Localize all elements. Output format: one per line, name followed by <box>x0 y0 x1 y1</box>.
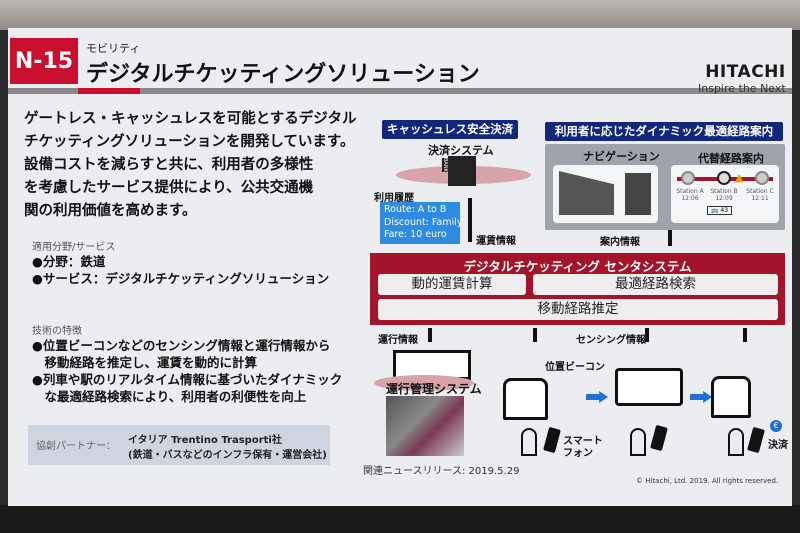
features-section: 技術の特徴 ●位置ビーコンなどのセンシング情報と運行情報から 移動経路を推定し、… <box>32 322 342 405</box>
fare-calc-box: 動的運賃計算 <box>378 274 526 295</box>
application-heading: 適用分野/サービス <box>32 242 116 253</box>
category-label: モビリティ <box>86 42 141 55</box>
route-heading: 利用者に応じたダイナミック最適経路案内 <box>545 122 783 141</box>
smartphone-icon <box>747 426 765 454</box>
sensing-info-label: センシング情報 <box>576 335 646 346</box>
person-icon <box>521 428 537 456</box>
right-arrow-icon <box>690 391 712 403</box>
bus-badge: 🚌 43 <box>707 206 733 215</box>
euro-coin-icon: € <box>770 420 782 432</box>
destination-icon <box>625 173 651 215</box>
train-front-icon <box>503 378 548 420</box>
partner-name: イタリア Trentino Trasporti社 <box>128 435 282 446</box>
feature-item: な最適経路検索により、利用者の利便性を向上 <box>32 389 307 404</box>
right-arrow-icon <box>586 391 608 403</box>
slide-title: デジタルチケッティングソリューション <box>86 62 480 87</box>
alt-route-label: 代替経路案内 <box>698 152 764 165</box>
smartphone-icon <box>543 426 561 454</box>
exhibit-code-badge: N-15 <box>10 38 78 84</box>
feature-item: ●列車や駅のリアルタイム情報に基づいたダイナミック <box>32 372 343 387</box>
news-release: 関連ニュースリリース: 2019.5.29 <box>363 466 520 477</box>
smartphone-icon <box>650 424 668 452</box>
up-arrow-icon <box>645 328 649 342</box>
lead-line: チケッティングソリューションを開発しています。 <box>24 134 355 150</box>
copyright: © Hitachi, Ltd. 2019. All rights reserve… <box>636 477 779 485</box>
center-system: デジタルチケッティング センタシステム 動的運賃計算 最適経路検索 移動経路推定 <box>370 253 785 325</box>
smartphone-label: スマート フォン <box>563 436 603 459</box>
beacon-label: 位置ビーコン <box>545 362 605 373</box>
navigation-label: ナビゲーション <box>583 150 660 163</box>
up-arrow-icon <box>428 328 432 342</box>
application-item: ●サービス：デジタルチケッティングソリューション <box>32 271 330 286</box>
up-arrow-icon <box>668 230 672 246</box>
lead-line: を考慮したサービス提供により、公共交通機 <box>24 180 314 196</box>
guide-info-label: 案内情報 <box>600 237 640 248</box>
operation-info-label: 運行情報 <box>378 335 418 346</box>
payment-label: 決済 <box>768 440 788 451</box>
station-a-icon <box>681 171 695 185</box>
floor-background <box>0 505 800 533</box>
operation-ellipse <box>374 375 474 391</box>
history-route: Route: A to B <box>384 204 447 215</box>
lead-line: 関の利用価値を高めます。 <box>24 203 197 219</box>
train-photo <box>386 396 464 456</box>
application-item: ●分野：鉄道 <box>32 254 106 269</box>
logo-tagline: Inspire the Next <box>698 82 786 95</box>
display-screen: N-15 モビリティ デジタルチケッティングソリューション HITACHI In… <box>8 28 792 506</box>
features-heading: 技術の特徴 <box>32 326 82 337</box>
person-icon <box>728 428 744 456</box>
partner-description: (鉄道・バスなどのインフラ保有・運営会社) <box>128 450 327 461</box>
bank-label: BANK <box>442 158 448 172</box>
payment-system-label: 決済システム <box>428 144 494 157</box>
header-divider <box>8 88 792 94</box>
history-discount: Discount: Family <box>384 216 463 228</box>
logo-name: HITACHI <box>705 62 786 82</box>
up-arrow-icon <box>468 198 472 242</box>
bank-building-icon: BANK <box>442 156 476 186</box>
history-fare: Fare: 10 euro <box>384 229 447 240</box>
station-c-icon <box>755 171 769 185</box>
lead-line: 設備コストを減らすと共に、利用者の多様性 <box>24 157 314 173</box>
fare-info-label: 運賃情報 <box>476 236 516 247</box>
feature-item: 移動経路を推定し、運賃を動的に計算 <box>32 355 258 370</box>
lead-line: ゲートレス・キャッシュレスを可能とするデジタル <box>24 111 357 127</box>
route-search-box: 最適経路検索 <box>533 274 778 295</box>
train-front-icon <box>711 376 751 418</box>
up-arrow-icon <box>533 328 537 342</box>
warning-icon: ▲ <box>735 171 744 184</box>
payment-heading: キャッシュレス安全決済 <box>382 120 518 139</box>
wall-background <box>0 0 800 30</box>
operation-system-label: 運行管理システム <box>386 382 482 396</box>
partner-box: 協創パートナー： イタリア Trentino Trasporti社 (鉄道・バス… <box>28 425 330 465</box>
application-section: 適用分野/サービス ●分野：鉄道 ●サービス：デジタルチケッティングソリューショ… <box>32 238 329 287</box>
center-title: デジタルチケッティング センタシステム <box>463 259 692 274</box>
lead-text: ゲートレス・キャッシュレスを可能とするデジタル チケッティングソリューションを開… <box>24 108 368 223</box>
header-divider-accent <box>78 88 140 94</box>
train-car-icon <box>615 368 683 406</box>
up-arrow-icon <box>743 328 747 342</box>
navigation-map <box>553 165 658 223</box>
path-estimation-box: 移動経路推定 <box>378 299 778 320</box>
history-card: Route: A to B Discount: Family Fare: 10 … <box>380 202 463 244</box>
feature-item: ●位置ビーコンなどのセンシング情報と運行情報から <box>32 338 331 353</box>
person-icon <box>630 428 646 456</box>
station-map-icon <box>559 171 614 215</box>
station-b-icon <box>717 171 731 185</box>
partner-label: 協創パートナー： <box>36 441 116 452</box>
history-label: 利用履歴 <box>374 193 414 204</box>
hitachi-logo: HITACHI Inspire the Next <box>698 62 786 95</box>
